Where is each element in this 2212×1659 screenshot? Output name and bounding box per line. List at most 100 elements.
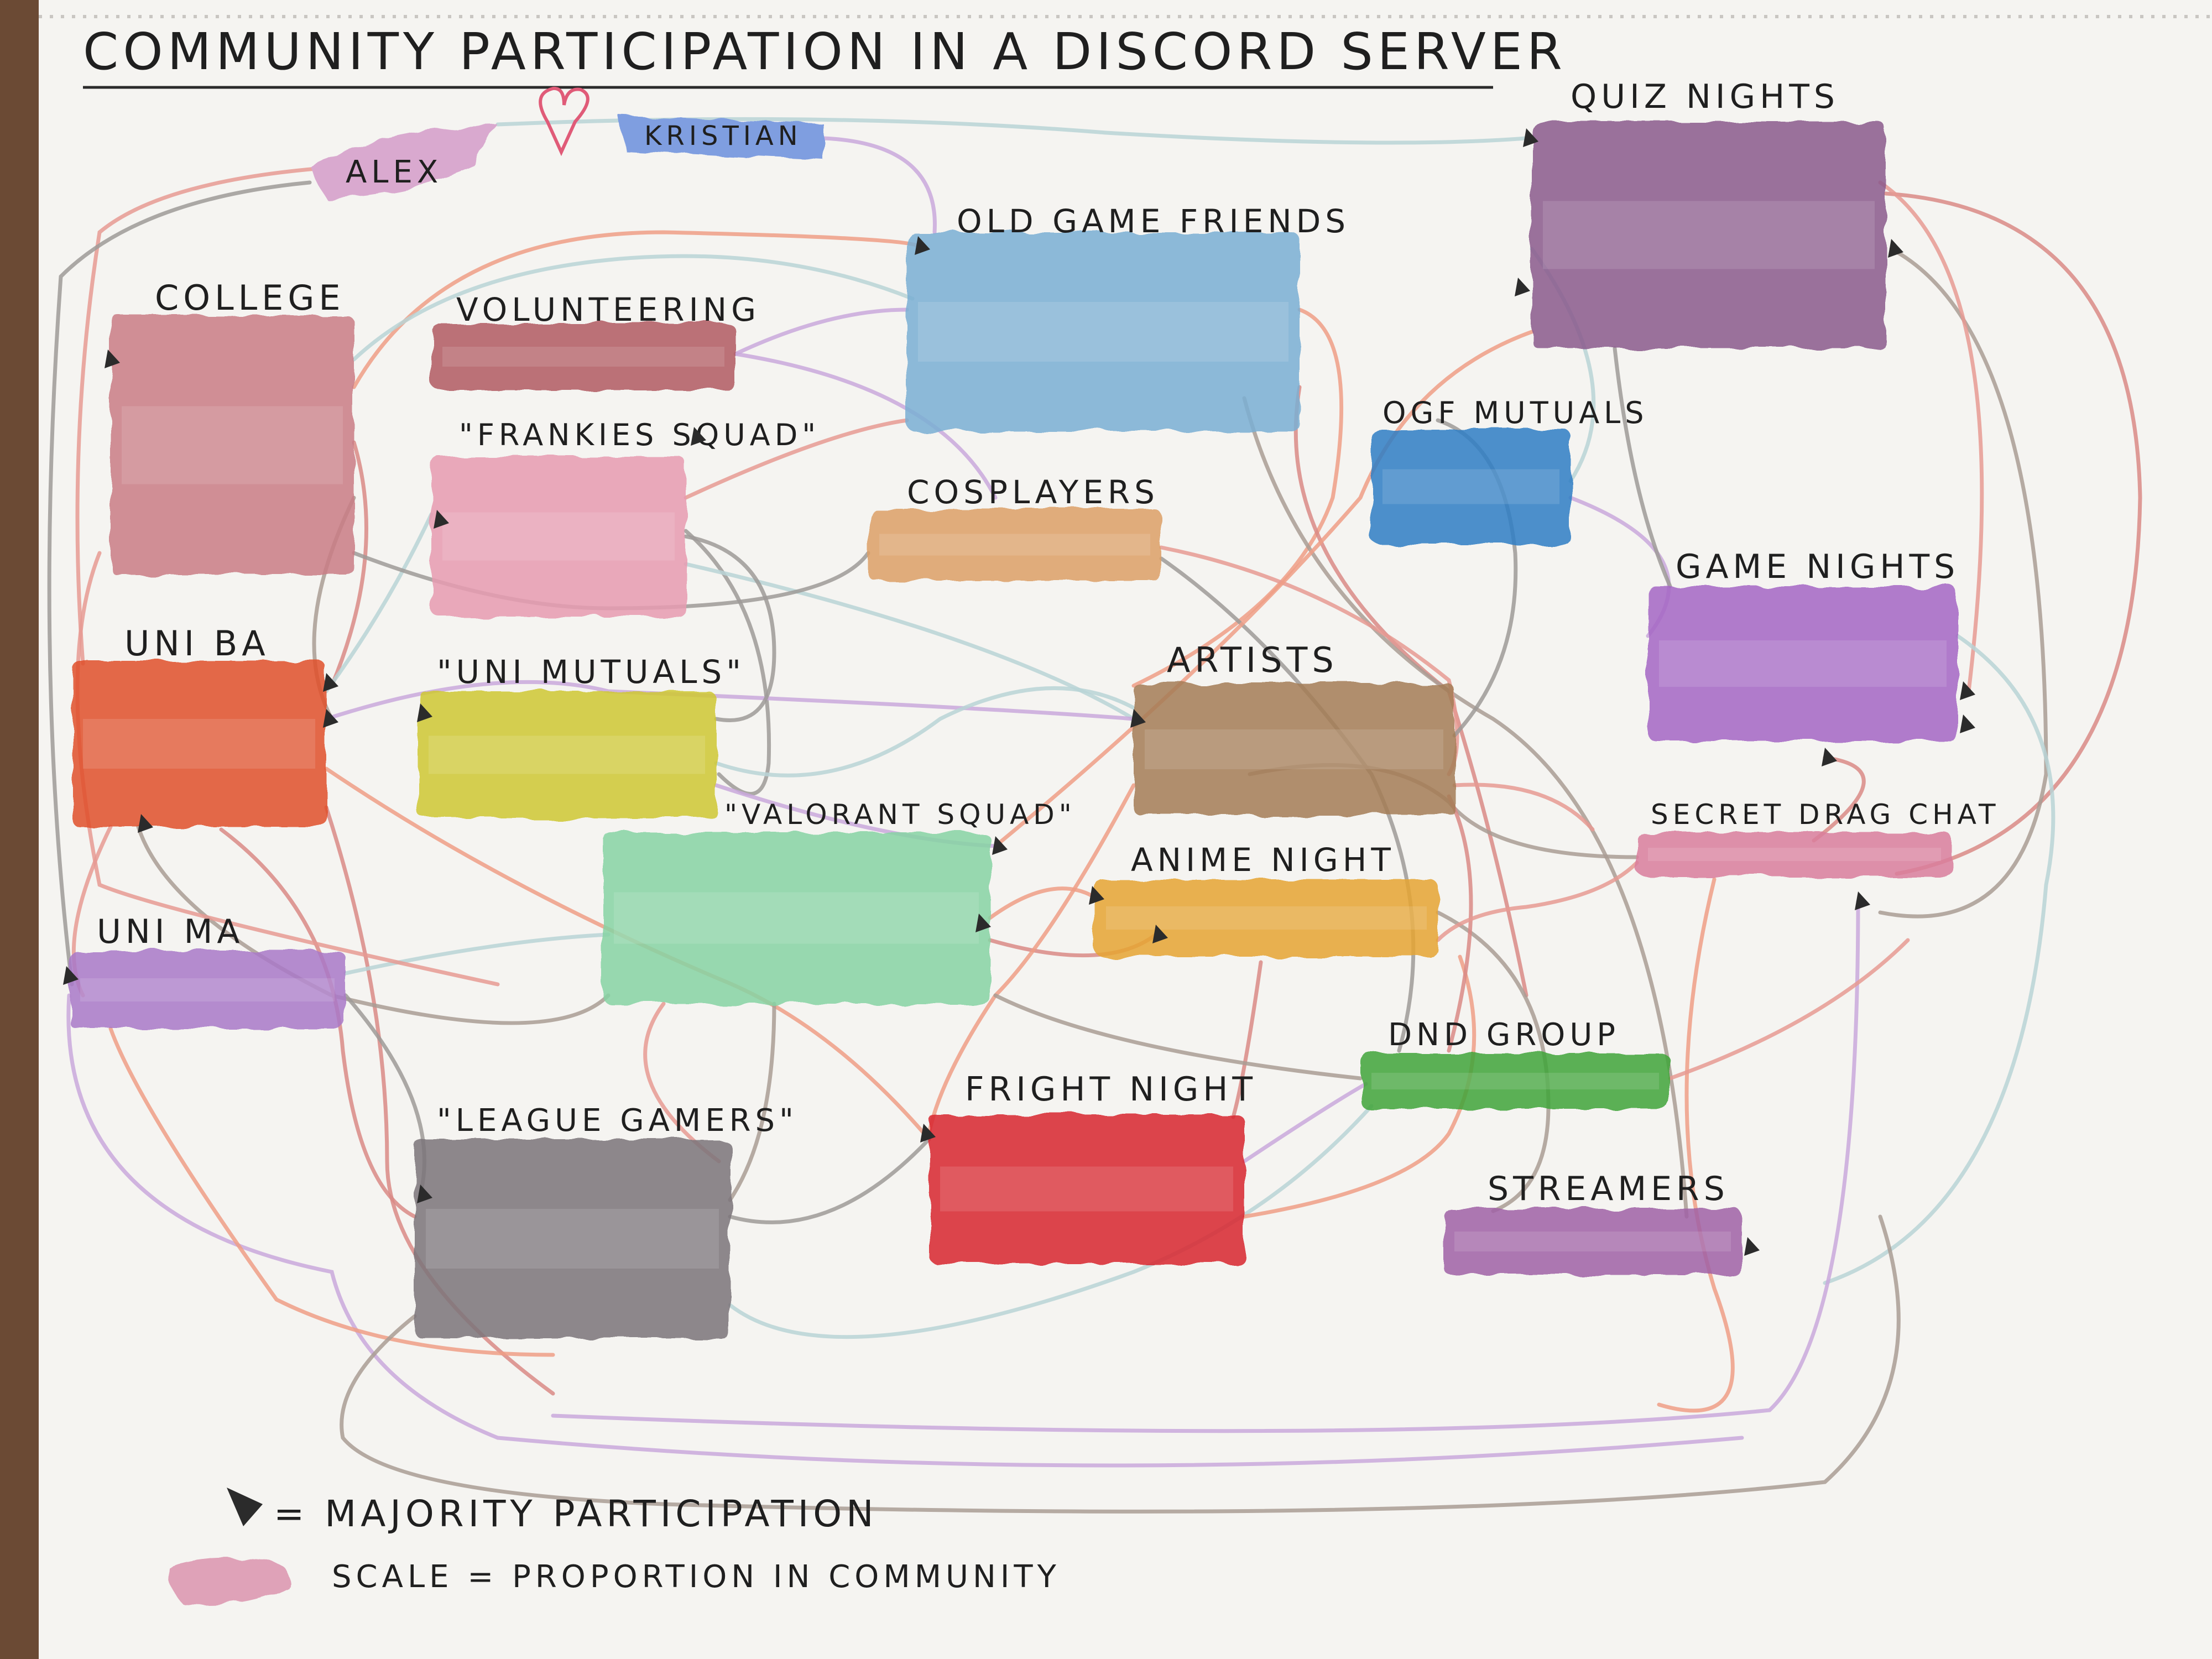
fright-night-label: FRIGHT NIGHT <box>965 1070 1257 1109</box>
majority-marker-icon <box>1523 128 1538 147</box>
ogf-mutuals-label: OGF MUTUALS <box>1383 395 1648 430</box>
connection-line <box>1242 396 1689 1219</box>
cosplayers-swatch <box>868 509 1161 581</box>
connection-line <box>728 1104 1374 1339</box>
diagram-title: COMMUNITY PARTICIPATION IN A DISCORD SER… <box>83 22 1567 81</box>
community-game-nights: GAME NIGHTS <box>1648 547 1975 766</box>
community-old-game-friends: OLD GAME FRIENDS <box>907 202 1345 431</box>
person-alex: ALEX <box>310 124 498 199</box>
majority-marker-icon <box>417 1185 432 1203</box>
majority-marker-icon <box>323 709 338 728</box>
frankies-squad-swatch <box>431 456 686 617</box>
majority-marker-icon <box>1152 925 1168 943</box>
connection-line <box>1613 346 1672 588</box>
legend-scale-text: SCALE = PROPORTION IN COMMUNITY <box>332 1559 1061 1595</box>
quiz-nights-swatch <box>1532 122 1886 348</box>
majority-marker-icon <box>323 673 338 692</box>
league-gamers-label: "LEAGUE GAMERS" <box>437 1103 798 1139</box>
quiz-nights-label: QUIZ NIGHTS <box>1571 77 1839 116</box>
community-uni-ma: UNI MA <box>63 912 346 1029</box>
legend-majority-text: = MAJORITY PARTICIPATION <box>274 1493 878 1535</box>
majority-marker-icon <box>1960 681 1975 700</box>
community-uni-ba: UNI BA <box>72 623 338 833</box>
league-gamers-swatch <box>415 1139 730 1338</box>
connection-line <box>340 1214 1901 1514</box>
old-game-friends-wash <box>918 302 1288 362</box>
connection-line <box>352 230 920 389</box>
connection-line <box>733 352 998 500</box>
quiz-nights-wash <box>1543 201 1875 269</box>
community-valorant-squad: "VALORANT SQUAD" <box>603 799 1072 1004</box>
volunteering-wash <box>442 347 724 367</box>
secret-drag-chat-label: SECRET DRAG CHAT <box>1651 799 2000 831</box>
majority-marker-icon <box>1888 239 1903 258</box>
connection-line <box>822 136 937 234</box>
game-nights-wash <box>1659 640 1947 687</box>
old-game-friends-swatch <box>907 232 1300 431</box>
anime-night-label: ANIME NIGHT <box>1131 841 1395 879</box>
community-ogf-mutuals: OGF MUTUALS <box>1371 395 1648 545</box>
majority-marker-icon <box>975 914 991 932</box>
streamers-wash <box>1454 1232 1731 1251</box>
connection-line <box>219 827 417 1219</box>
streamers-label: STREAMERS <box>1488 1170 1729 1208</box>
dnd-group-label: DND GROUP <box>1388 1017 1620 1053</box>
game-nights-label: GAME NIGHTS <box>1676 547 1959 586</box>
connection-line <box>343 932 611 975</box>
college-label: COLLEGE <box>155 278 345 318</box>
community-streamers: STREAMERS <box>1443 1170 1760 1275</box>
secret-drag-chat-wash <box>1648 848 1941 861</box>
connection-line <box>324 512 434 693</box>
connection-line <box>728 1137 931 1224</box>
community-college: COLLEGE <box>105 278 354 575</box>
majority-marker-icon <box>105 349 120 368</box>
majority-marker-icon <box>417 703 432 722</box>
artists-label: ARTISTS <box>1167 640 1338 680</box>
connection-line <box>551 899 1860 1433</box>
connection-line <box>733 307 909 356</box>
kristian-label: KRISTIAN <box>644 121 802 152</box>
connection-line <box>1878 180 1984 693</box>
artists-wash <box>1145 729 1443 769</box>
cosplayers-label: COSPLAYERS <box>907 473 1159 511</box>
college-swatch <box>111 315 354 575</box>
legend-majority-icon <box>227 1488 263 1526</box>
connection-line <box>108 1026 555 1357</box>
majority-marker-icon <box>915 236 930 255</box>
uni-ba-wash <box>83 719 315 769</box>
connection-line <box>75 551 500 987</box>
ogf-mutuals-swatch <box>1371 429 1571 545</box>
legend-scale-swatch <box>168 1558 290 1605</box>
connection-line <box>684 418 909 500</box>
majority-marker-icon <box>434 510 449 529</box>
uni-mutuals-label: "UNI MUTUALS" <box>437 653 745 691</box>
connection-line <box>1668 938 1910 1081</box>
uni-ba-label: UNI BA <box>124 623 270 664</box>
volunteering-label: VOLUNTEERING <box>456 291 760 328</box>
ogf-mutuals-wash <box>1383 469 1559 504</box>
community-secret-drag-chat: SECRET DRAG CHAT <box>1637 799 2000 910</box>
connection-line <box>728 1001 776 1202</box>
kristian-swatch <box>619 116 824 160</box>
connection-line <box>1823 634 2056 1285</box>
heart-icon <box>539 86 589 156</box>
community-cosplayers: COSPLAYERS <box>868 473 1161 581</box>
alex-swatch <box>310 124 498 199</box>
alex-label: ALEX <box>346 154 442 190</box>
majority-marker-icon <box>1822 748 1837 766</box>
game-nights-swatch <box>1648 586 1958 741</box>
secret-drag-chat-swatch <box>1637 832 1952 877</box>
majority-marker-icon <box>1744 1237 1760 1256</box>
uni-ma-label: UNI MA <box>97 912 244 951</box>
college-wash <box>122 406 343 484</box>
connection-line <box>352 254 915 362</box>
majority-marker-icon <box>1960 714 1975 733</box>
community-frankies-squad: "FRANKIES SQUAD" <box>431 418 816 617</box>
fright-night-swatch <box>929 1114 1244 1264</box>
connection-line <box>47 180 312 987</box>
connection-line <box>1452 782 1595 832</box>
anime-night-wash <box>1106 906 1427 930</box>
uni-ma-wash <box>80 978 335 1001</box>
connection-line <box>993 993 1363 1081</box>
